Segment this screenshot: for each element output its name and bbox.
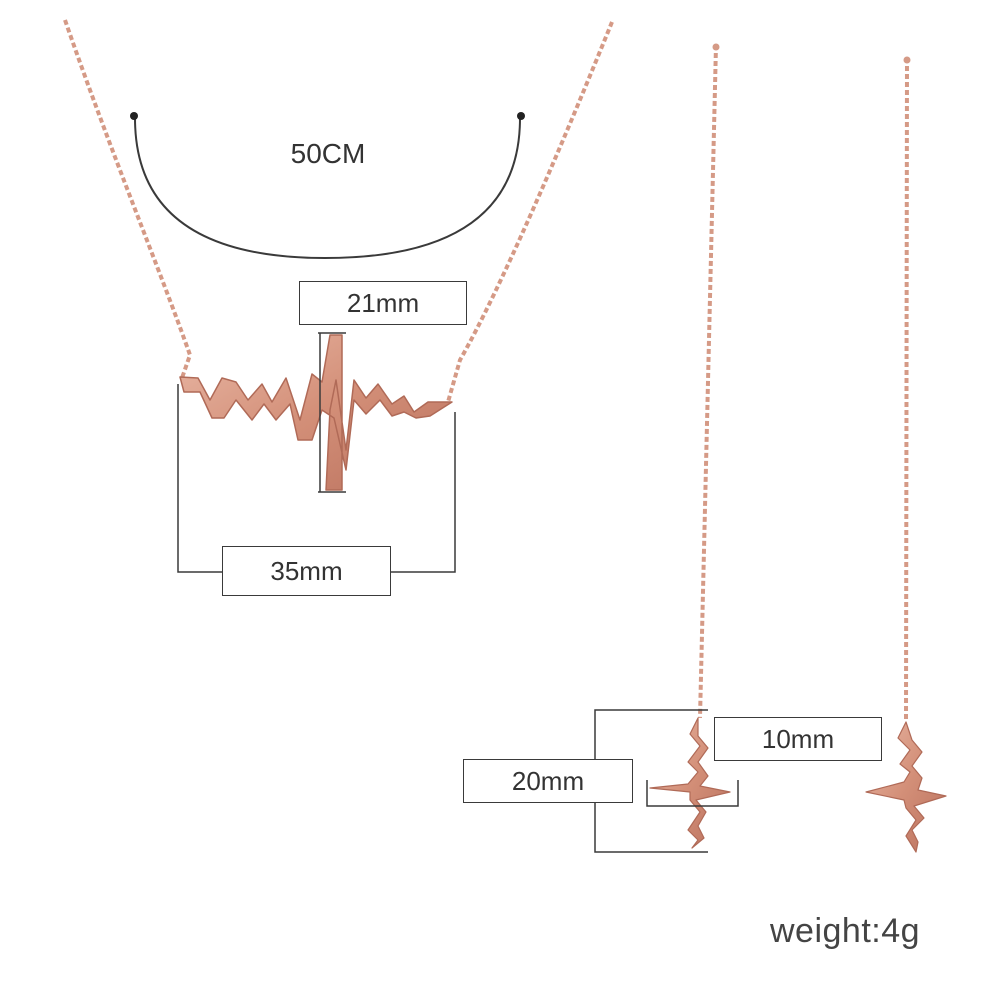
earring-height-bracket [594,709,708,853]
length-arc-end-left [130,112,138,120]
pendant-width-bracket [177,384,456,573]
earring-pendant-right [865,721,947,853]
length-arc-end-right [517,112,525,120]
necklace-chain-left [63,19,193,379]
pendant-width-label: 35mm [222,546,391,596]
chain-length-label: 50CM [290,138,366,169]
weight-label: weight:4g [770,912,921,950]
earring-height-label: 20mm [463,759,633,803]
earring-chain-left [698,44,718,719]
heartbeat-pendant [179,334,453,491]
earring-width-bracket [646,780,739,807]
earring-pendant-left [649,717,731,849]
necklace-chain-right [446,21,614,403]
earring-post-left [712,43,720,51]
length-arc [134,117,521,260]
pendant-height-label: 21mm [299,281,467,325]
earring-post-right [903,56,911,64]
earring-chain-right [904,57,909,723]
earring-width-label: 10mm [714,717,882,761]
